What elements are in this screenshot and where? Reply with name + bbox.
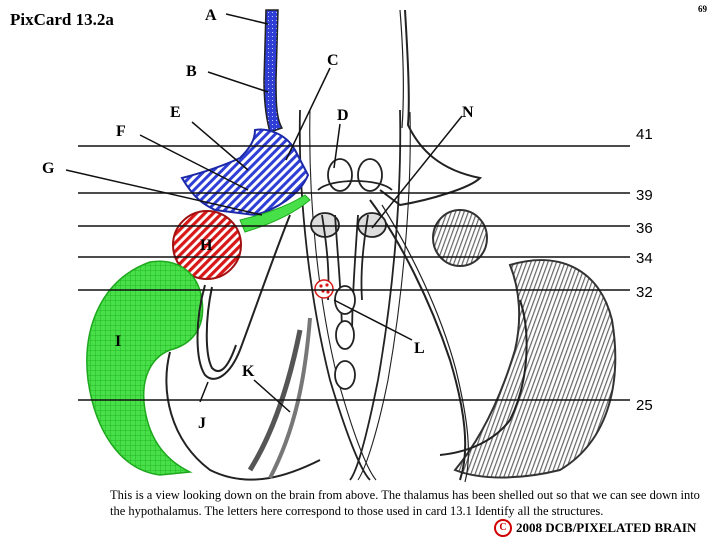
right-hippocampus-outline <box>453 259 617 479</box>
leader-F <box>139 134 249 191</box>
right-hemisphere-structures <box>369 9 617 483</box>
level-label-32: 32 <box>636 284 653 301</box>
caption-text: This is a view looking down on the brain… <box>110 488 700 518</box>
copyright-icon: C <box>494 519 512 537</box>
label-B: B <box>186 63 197 80</box>
card-title: PixCard 13.2a <box>10 10 114 29</box>
red-region-H <box>172 210 242 280</box>
level-lines <box>78 145 630 401</box>
copyright-notice: C 2008 DCB/PIXELATED BRAIN <box>494 519 696 537</box>
leader-B <box>207 71 269 93</box>
leader-G <box>65 169 263 216</box>
label-L: L <box>414 340 425 357</box>
leader-C <box>285 67 331 161</box>
label-J: J <box>198 415 206 432</box>
right-pulvinar-outline <box>432 209 488 267</box>
level-label-39: 39 <box>636 187 653 204</box>
label-A: A <box>205 7 217 24</box>
level-label-41: 41 <box>636 126 653 143</box>
label-N: N <box>462 104 474 121</box>
label-C: C <box>327 52 339 69</box>
blue-region-E <box>180 128 310 217</box>
copyright-text: 2008 DCB/PIXELATED BRAIN <box>516 520 697 535</box>
label-H: H <box>200 237 213 254</box>
leader-lines <box>65 13 463 413</box>
leader-D <box>333 123 341 169</box>
page-number: 69 <box>698 4 707 14</box>
leader-A <box>225 13 269 25</box>
leader-L <box>333 299 413 341</box>
leader-N <box>371 115 463 229</box>
label-G: G <box>42 160 55 177</box>
label-D: D <box>337 107 349 124</box>
leader-E <box>191 121 249 171</box>
leader-J <box>199 381 209 403</box>
level-label-25: 25 <box>636 397 653 414</box>
right-fornix-outline <box>379 9 483 207</box>
label-F: F <box>116 123 126 140</box>
level-label-34: 34 <box>636 250 653 267</box>
label-E: E <box>170 104 181 121</box>
left-fornix-strand <box>263 9 284 133</box>
central-structures <box>298 109 411 481</box>
leader-K <box>253 379 291 413</box>
red-spot-L <box>314 279 334 299</box>
label-I: I <box>115 333 121 350</box>
level-label-36: 36 <box>636 220 653 237</box>
label-K: K <box>242 363 255 380</box>
